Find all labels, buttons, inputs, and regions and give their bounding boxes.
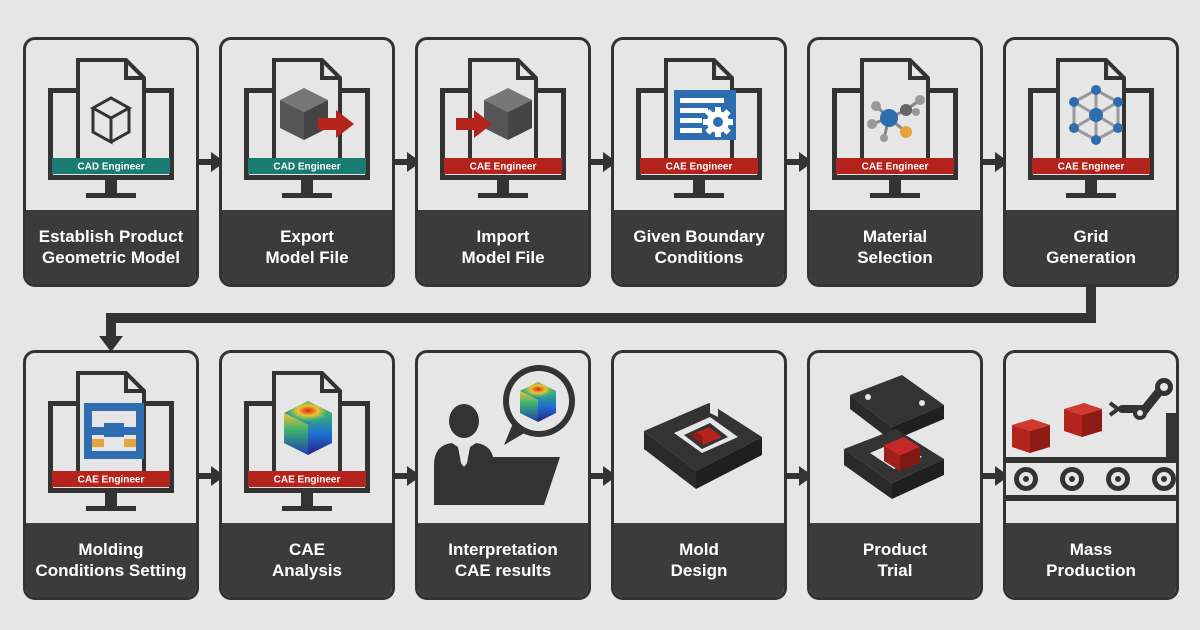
- step-title: Interpretation CAE results: [418, 523, 588, 597]
- wireframe-cube-icon: CAD Engineer: [26, 40, 196, 210]
- flow-arrow: [787, 152, 813, 172]
- open-mold-icon: [810, 353, 980, 523]
- step-card-establish-model: CAD Engineer Establish Product Geometric…: [23, 37, 199, 287]
- step-title: Grid Generation: [1006, 210, 1176, 284]
- mold-layout-icon: CAE Engineer: [26, 353, 196, 523]
- step-title: Material Selection: [810, 210, 980, 284]
- step-title: Molding Conditions Setting: [26, 523, 196, 597]
- step-title: Given Boundary Conditions: [614, 210, 784, 284]
- heatmap-cube-icon: CAE Engineer: [222, 353, 392, 523]
- engineer-review-icon: [418, 353, 588, 523]
- flow-arrow: [199, 466, 225, 486]
- role-badge: CAE Engineer: [78, 475, 145, 486]
- role-badge: CAD Engineer: [77, 162, 144, 173]
- flow-arrow: [591, 152, 617, 172]
- solid-cube-export-icon: CAD Engineer: [222, 40, 392, 210]
- flow-arrow: [787, 466, 813, 486]
- step-title: Product Trial: [810, 523, 980, 597]
- flow-arrow: [395, 466, 421, 486]
- flow-arrow: [983, 466, 1009, 486]
- mesh-grid-icon: CAE Engineer: [1006, 40, 1176, 210]
- step-card-molding-conditions: CAE Engineer Molding Conditions Setting: [23, 350, 199, 600]
- flow-arrow: [591, 466, 617, 486]
- step-card-export-model: CAD Engineer Export Model File: [219, 37, 395, 287]
- role-badge: CAE Engineer: [274, 475, 341, 486]
- step-title: CAE Analysis: [222, 523, 392, 597]
- step-card-product-trial: Product Trial: [807, 350, 983, 600]
- step-card-material-selection: CAE Engineer: [807, 37, 983, 287]
- role-badge: CAD Engineer: [273, 162, 340, 173]
- settings-gear-icon: CAE Engineer: [614, 40, 784, 210]
- step-card-mass-production: Mass Production: [1003, 350, 1179, 600]
- step-title: Mold Design: [614, 523, 784, 597]
- flow-arrow: [199, 152, 225, 172]
- flow-arrow: [395, 152, 421, 172]
- flow-arrow: [983, 152, 1009, 172]
- step-card-import-model: CAE Engineer Import Model File: [415, 37, 591, 287]
- step-title: Export Model File: [222, 210, 392, 284]
- step-card-cae-analysis: CAE Engineer CAE Analysis: [219, 350, 395, 600]
- step-title: Establish Product Geometric Model: [26, 210, 196, 284]
- mold-base-icon: [614, 353, 784, 523]
- role-badge: CAE Engineer: [862, 162, 929, 173]
- step-title: Mass Production: [1006, 523, 1176, 597]
- step-card-interpretation: Interpretation CAE results: [415, 350, 591, 600]
- conveyor-robot-icon: [1006, 353, 1176, 523]
- role-badge: CAE Engineer: [1058, 162, 1125, 173]
- step-card-mold-design: Mold Design: [611, 350, 787, 600]
- role-badge: CAE Engineer: [666, 162, 733, 173]
- role-badge: CAE Engineer: [470, 162, 537, 173]
- step-card-boundary-conditions: CAE Engineer Given Boundary Conditions: [611, 37, 787, 287]
- molecule-icon: CAE Engineer: [810, 40, 980, 210]
- step-title: Import Model File: [418, 210, 588, 284]
- solid-cube-import-icon: CAE Engineer: [418, 40, 588, 210]
- step-card-grid-generation: CAE Engineer: [1003, 37, 1179, 287]
